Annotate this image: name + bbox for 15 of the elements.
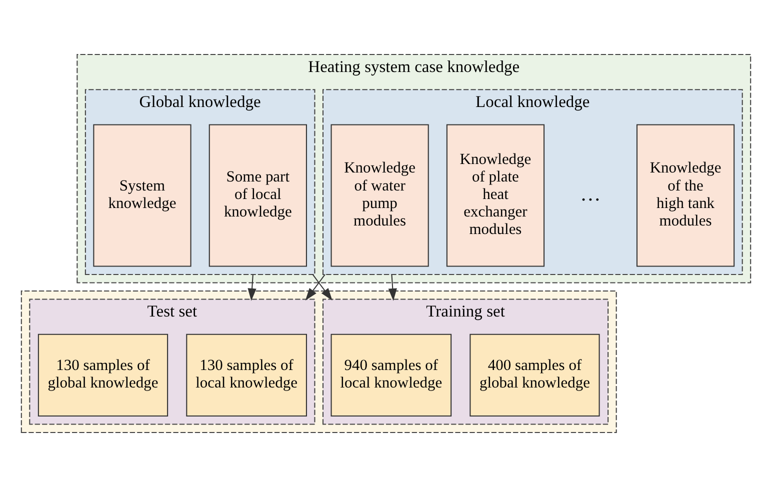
arrow <box>388 274 396 301</box>
arrow <box>312 274 332 301</box>
node-box: Knowledge of water pump modules <box>330 124 428 267</box>
node-box: Knowledge of plate heat exchanger modules <box>446 124 544 267</box>
cluster <box>20 290 616 434</box>
node-box: 400 samples of global knowledge <box>469 334 600 416</box>
label: … <box>580 184 600 206</box>
arrow <box>304 274 325 301</box>
node-box: 940 samples of local knowledge <box>330 334 452 416</box>
node-box: Knowledge of the high tank modules <box>636 124 734 267</box>
arrow <box>247 274 256 301</box>
node-box: 130 samples of global knowledge <box>37 334 168 416</box>
node-box: Some part of local knowledge <box>208 124 306 267</box>
node-box: 130 samples of local knowledge <box>186 334 306 416</box>
node-box: System knowledge <box>92 124 191 267</box>
